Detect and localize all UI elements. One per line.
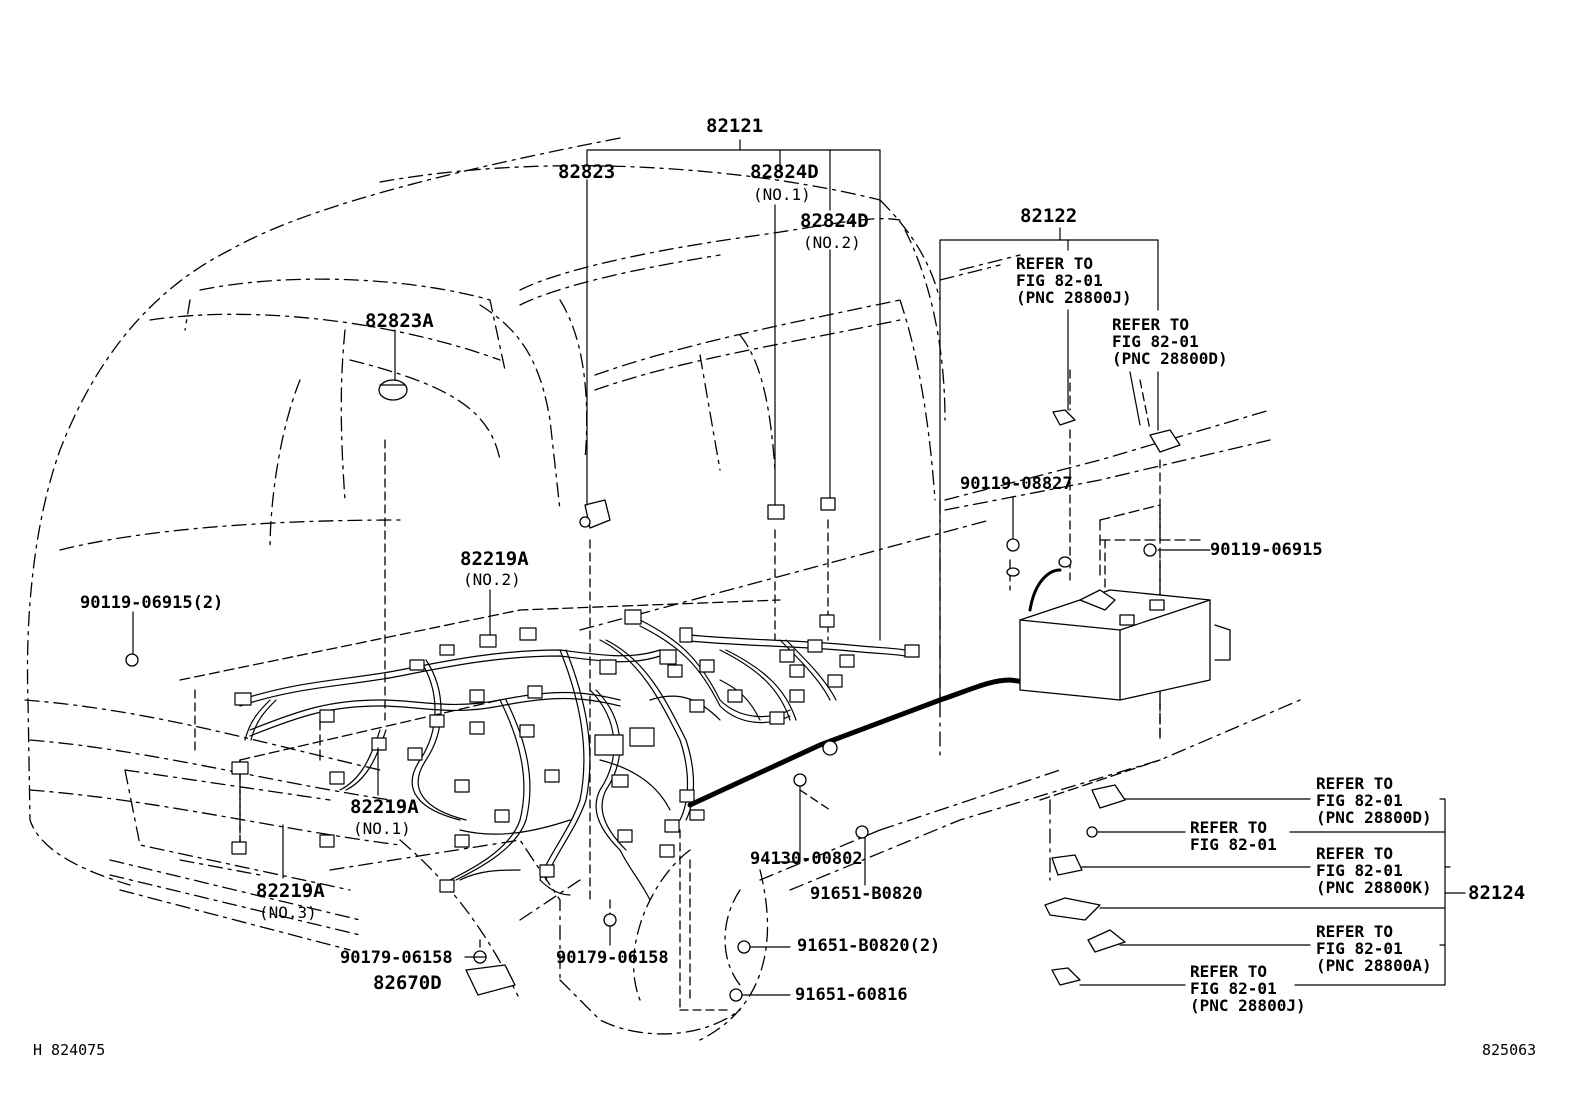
part-91651-b0820-2-label: 91651-B0820(2) xyxy=(797,936,941,956)
battery xyxy=(1019,589,1231,701)
dashed-leaders xyxy=(194,369,1161,1011)
figure-code: 825063 xyxy=(1482,1041,1537,1059)
refer-line-2: FIG 82-01 xyxy=(1016,271,1103,290)
refer-line-1: REFER TO xyxy=(1316,844,1394,863)
part-90119-06915-2-label: 90119-06915(2) xyxy=(80,593,224,613)
leader-lines xyxy=(132,139,1466,996)
part-82824d-no2-label: 82824D xyxy=(800,210,869,232)
refer-line-1: REFER TO xyxy=(1190,962,1268,981)
refer-line-2: FIG 82-01 xyxy=(1316,791,1403,810)
refer-line-1: REFER TO xyxy=(1190,818,1268,837)
refer-line-3: (PNC 28800A) xyxy=(1316,956,1432,975)
part-90179-06158-center-label: 90179-06158 xyxy=(556,948,669,968)
part-82823a-label: 82823A xyxy=(365,310,434,332)
part-82823-label: 82823 xyxy=(558,161,616,183)
part-82219a-no2-label: 82219A xyxy=(460,548,529,570)
part-82824d-no1-label: 82824D xyxy=(750,161,819,183)
harness-connectors xyxy=(231,609,920,893)
refer-pnc-28800k: REFER TO FIG 82-01 (PNC 28800K) xyxy=(1316,845,1432,896)
part-90119-08827-label: 90119-08827 xyxy=(960,474,1073,494)
refer-line-1: REFER TO xyxy=(1112,315,1190,334)
refer-line-1: REFER TO xyxy=(1316,922,1394,941)
diagram-h-code: H 824075 xyxy=(33,1041,106,1059)
refer-fig-82-01: REFER TO FIG 82-01 xyxy=(1190,819,1277,853)
refer-line-2: FIG 82-01 xyxy=(1316,939,1403,958)
refer-line-3: (PNC 28800K) xyxy=(1316,878,1432,897)
part-91651-b0820-label: 91651-B0820 xyxy=(810,884,923,904)
refer-pnc-28800d-top: REFER TO FIG 82-01 (PNC 28800D) xyxy=(1112,316,1228,367)
part-91651-60816-label: 91651-60816 xyxy=(795,985,908,1005)
battery-cable xyxy=(687,677,1053,808)
part-90179-06158-left-label: 90179-06158 xyxy=(340,948,453,968)
part-82121-label: 82121 xyxy=(706,115,764,137)
refer-line-1: REFER TO xyxy=(1316,774,1394,793)
part-82219a-no3-sub: (NO.3) xyxy=(259,903,317,922)
part-82670d-label: 82670D xyxy=(373,972,442,994)
refer-pnc-28800j-top: REFER TO FIG 82-01 (PNC 28800J) xyxy=(1016,255,1132,306)
refer-line-3: (PNC 28800J) xyxy=(1016,288,1132,307)
refer-line-3: (PNC 28800D) xyxy=(1316,808,1432,827)
refer-line-2: FIG 82-01 xyxy=(1190,835,1277,854)
refer-line-2: FIG 82-01 xyxy=(1190,979,1277,998)
refer-line-3: (PNC 28800J) xyxy=(1190,996,1306,1015)
part-82124-label: 82124 xyxy=(1468,882,1526,904)
refer-line-3: (PNC 28800D) xyxy=(1112,349,1228,368)
refer-pnc-28800d-right: REFER TO FIG 82-01 (PNC 28800D) xyxy=(1316,775,1432,826)
vehicle-body-outline xyxy=(24,137,1301,1041)
part-82219a-no1-sub: (NO.1) xyxy=(353,819,411,838)
refer-line-2: FIG 82-01 xyxy=(1316,861,1403,880)
small-parts xyxy=(125,379,1181,1002)
part-82824d-no2-sub: (NO.2) xyxy=(803,233,861,252)
refer-line-2: FIG 82-01 xyxy=(1112,332,1199,351)
part-82219a-no3-label: 82219A xyxy=(256,880,325,902)
refer-line-1: REFER TO xyxy=(1016,254,1094,273)
part-94130-00802-label: 94130-00802 xyxy=(750,849,863,869)
part-82219a-no2-sub: (NO.2) xyxy=(463,570,521,589)
part-82122-label: 82122 xyxy=(1020,205,1078,227)
refer-pnc-28800a: REFER TO FIG 82-01 (PNC 28800A) xyxy=(1316,923,1432,974)
part-82219a-no1-label: 82219A xyxy=(350,796,419,818)
refer-pnc-28800j-bottom: REFER TO FIG 82-01 (PNC 28800J) xyxy=(1190,963,1306,1014)
part-82824d-no1-sub: (NO.1) xyxy=(753,185,811,204)
part-90119-06915-label: 90119-06915 xyxy=(1210,540,1323,560)
